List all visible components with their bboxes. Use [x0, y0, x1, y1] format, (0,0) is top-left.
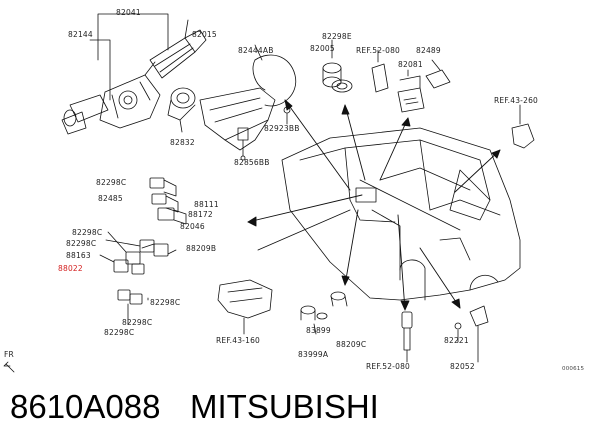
callout-88022-highlighted: 88022: [58, 264, 83, 273]
callout-82444ab: 82444AB: [238, 46, 274, 55]
callout-82081: 82081: [398, 60, 423, 69]
callout-82144: 82144: [68, 30, 93, 39]
vehicle-body: [281, 127, 521, 301]
callout-82489: 82489: [416, 46, 441, 55]
diagram-code: 000615: [562, 366, 585, 372]
callout-ref-52-080-bottom: REF.52-080: [366, 362, 411, 371]
callout-83899: 83899: [306, 326, 331, 335]
callout-82298c-4: 82298C: [150, 298, 181, 307]
switch-cluster: [99, 177, 187, 325]
callout-88172: 88172: [188, 210, 213, 219]
leader-arrows: [247, 99, 501, 311]
callout-82221: 82221: [444, 336, 469, 345]
callout-88111: 88111: [194, 200, 219, 209]
callout-82298c-5: 82298C: [122, 318, 153, 327]
top-right-parts: [322, 39, 535, 149]
callout-82856bb: 82856BB: [234, 158, 270, 167]
callout-82298c-1: 82298C: [96, 178, 127, 187]
callout-82015: 82015: [192, 30, 217, 39]
callout-82298c-3: 82298C: [66, 239, 97, 248]
callout-ref-43-260: REF.43-260: [494, 96, 539, 105]
callout-ref-52-080-top: REF.52-080: [356, 46, 401, 55]
bottom-parts: [300, 291, 489, 363]
callout-88209b: 88209B: [186, 244, 217, 253]
lower-cover: [217, 279, 273, 335]
callout-ref-43-160: REF.43-160: [216, 336, 261, 345]
callout-82298c-2: 82298C: [72, 228, 103, 237]
callout-88163: 88163: [66, 251, 91, 260]
callout-82298e: 82298E: [322, 32, 352, 41]
callout-82298c-6: 82298C: [104, 328, 135, 337]
callout-82485: 82485: [98, 194, 123, 203]
callout-88209c: 88209C: [336, 340, 367, 349]
combination-switch-assembly: [61, 13, 207, 135]
callout-82832: 82832: [170, 138, 195, 147]
callout-83999a: 83999A: [298, 350, 329, 359]
callout-82041: 82041: [116, 8, 141, 17]
callout-82923bb: 82923BB: [264, 124, 300, 133]
steering-column: [199, 44, 297, 161]
callout-82052: 82052: [450, 362, 475, 371]
callout-82046: 82046: [180, 222, 205, 231]
brand-caption: MITSUBISHI: [190, 388, 379, 425]
part-number-caption: 8610A088: [10, 388, 161, 425]
callout-82005: 82005: [310, 44, 335, 53]
front-label: FR: [4, 350, 14, 359]
